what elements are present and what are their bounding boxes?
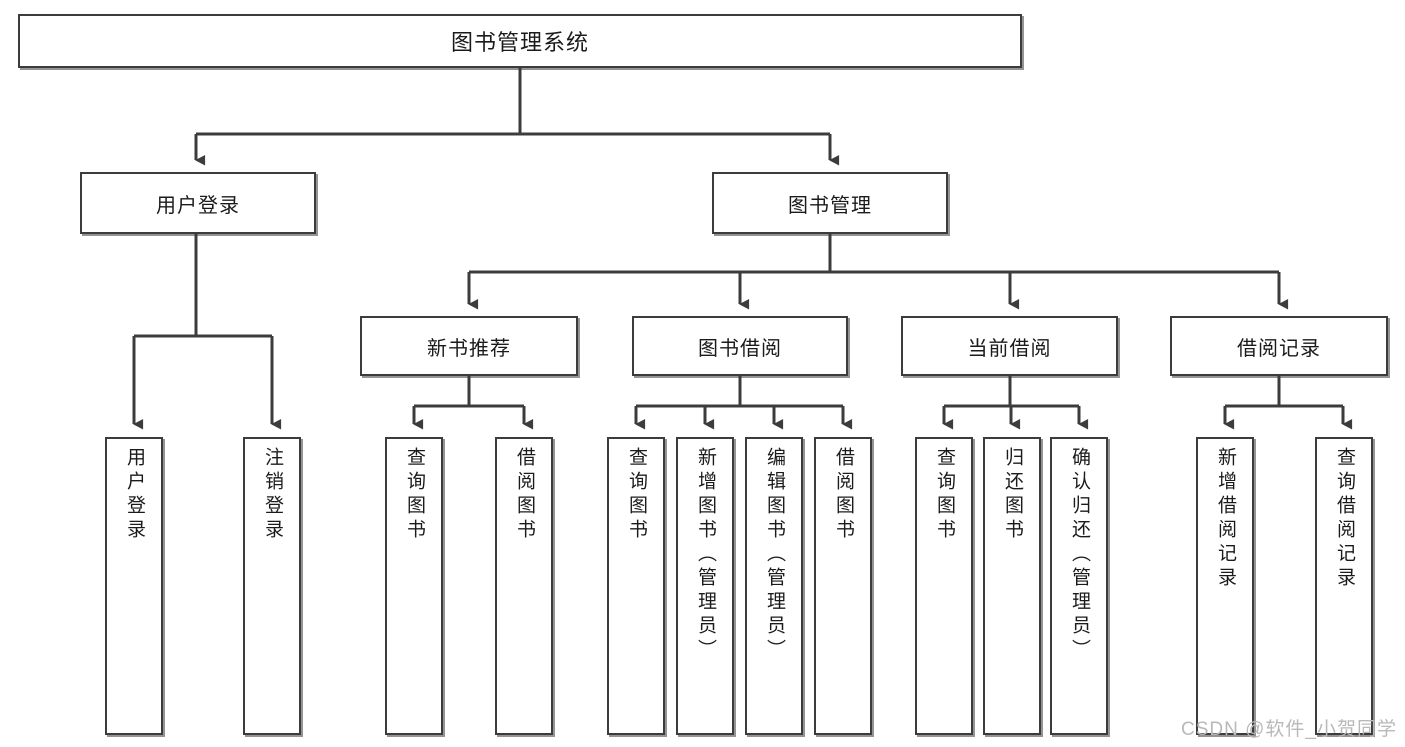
leaf-borrow-borrow-book-label: 借阅图书	[832, 447, 854, 543]
leaf-borrow-edit-book[interactable]: 编辑图书（管理员）	[745, 437, 803, 735]
leaf-recommend-query-book[interactable]: 查询图书	[385, 437, 443, 735]
leaf-current-return-book-label: 归还图书	[1001, 447, 1023, 543]
leaf-borrow-query-book[interactable]: 查询图书	[607, 437, 665, 735]
leaf-recommend-borrow-book-label: 借阅图书	[513, 447, 535, 543]
node-book-management-label: 图书管理	[788, 194, 872, 217]
leaf-borrow-query-book-label: 查询图书	[625, 447, 647, 543]
node-current-borrow-label: 当前借阅	[967, 337, 1052, 360]
leaf-current-confirm-return-label: 确认归还（管理员）	[1068, 447, 1090, 663]
leaf-user-logout[interactable]: 注销登录	[243, 437, 301, 735]
leaf-record-query-label: 查询借阅记录	[1333, 447, 1355, 591]
leaf-user-login[interactable]: 用户登录	[105, 437, 163, 735]
leaf-borrow-add-book-label: 新增图书（管理员）	[694, 447, 716, 663]
leaf-current-query-book-label: 查询图书	[933, 447, 955, 543]
node-borrow-record[interactable]: 借阅记录	[1170, 316, 1388, 376]
node-user-login-label: 用户登录	[156, 194, 240, 217]
leaf-current-confirm-return[interactable]: 确认归还（管理员）	[1050, 437, 1108, 735]
leaf-record-add-label: 新增借阅记录	[1214, 447, 1236, 591]
leaf-recommend-query-book-label: 查询图书	[403, 447, 425, 543]
node-root-label: 图书管理系统	[450, 30, 589, 55]
node-new-book-recommend-label: 新书推荐	[427, 337, 511, 360]
leaf-borrow-edit-book-label: 编辑图书（管理员）	[763, 447, 785, 663]
node-current-borrow[interactable]: 当前借阅	[901, 316, 1118, 376]
leaf-recommend-borrow-book[interactable]: 借阅图书	[495, 437, 553, 735]
node-new-book-recommend[interactable]: 新书推荐	[360, 316, 578, 376]
leaf-current-query-book[interactable]: 查询图书	[915, 437, 973, 735]
leaf-borrow-add-book[interactable]: 新增图书（管理员）	[676, 437, 734, 735]
node-borrow-record-label: 借阅记录	[1237, 337, 1321, 360]
node-book-management[interactable]: 图书管理	[712, 172, 948, 234]
node-book-borrow-label: 图书借阅	[698, 337, 782, 360]
node-root[interactable]: 图书管理系统	[18, 14, 1022, 68]
node-user-login[interactable]: 用户登录	[80, 172, 316, 234]
leaf-record-add[interactable]: 新增借阅记录	[1196, 437, 1254, 735]
leaf-record-query[interactable]: 查询借阅记录	[1315, 437, 1373, 735]
watermark: CSDN @软件_小贺同学	[1181, 719, 1397, 740]
leaf-user-login-label: 用户登录	[123, 447, 145, 543]
leaf-user-logout-label: 注销登录	[261, 447, 283, 543]
node-book-borrow[interactable]: 图书借阅	[632, 316, 848, 376]
leaf-current-return-book[interactable]: 归还图书	[983, 437, 1041, 735]
leaf-borrow-borrow-book[interactable]: 借阅图书	[814, 437, 872, 735]
